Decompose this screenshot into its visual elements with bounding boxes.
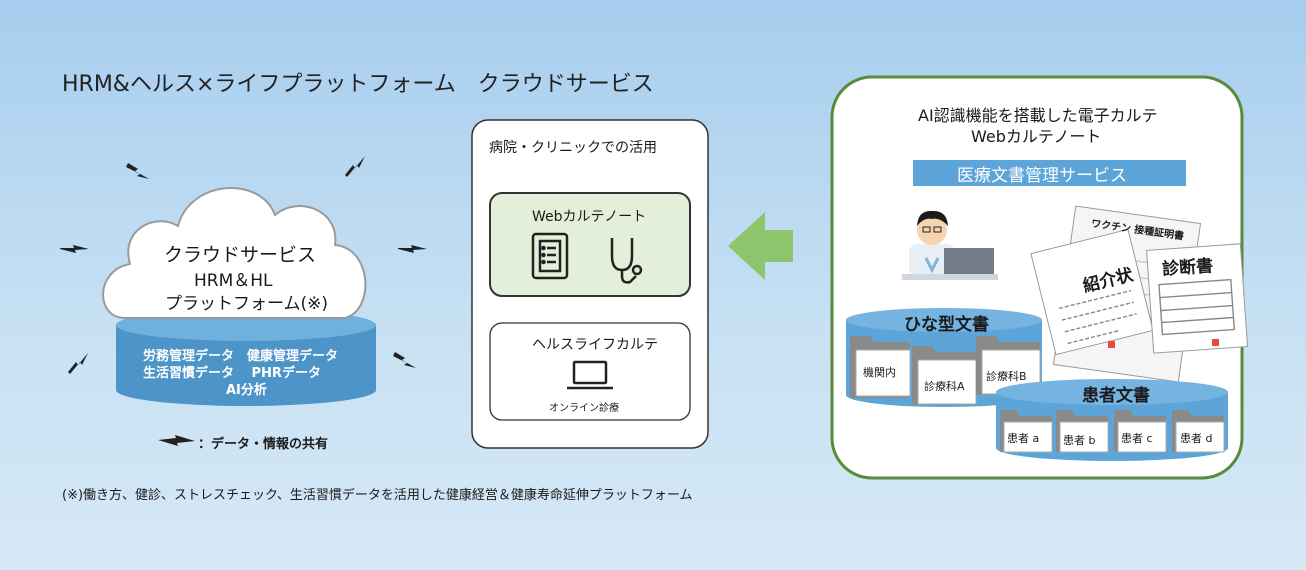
folder-label: 患者 c: [1121, 432, 1153, 445]
folder-label: 患者 d: [1180, 432, 1213, 445]
cloud-label: クラウドサービス: [164, 244, 317, 266]
footnote: (※)働き方、健診、ストレスチェック、生活習慣データを活用した健康経営＆健康寿命…: [62, 488, 693, 503]
legend-text: ：データ・情報の共有: [198, 437, 329, 452]
cloud-shape: [102, 186, 367, 319]
page-title: HRM&ヘルス×ライフプラットフォーム クラウドサービス: [62, 72, 654, 97]
ai-panel-title: AI認識機能を搭載した電子カルテ: [918, 106, 1158, 125]
ai-panel-subtitle: Webカルテノート: [971, 127, 1102, 146]
folder-icon: [912, 346, 977, 405]
health-life-sublabel: オンライン診療: [549, 403, 619, 414]
lightning-bolt-icon: [345, 156, 365, 177]
patient-docs-cylinder: [996, 379, 1228, 461]
lightning-bolt-icon: [158, 435, 195, 446]
cloud-sublabel: プラットフォーム(※): [165, 294, 328, 314]
lightning-bolt-icon: [60, 245, 89, 253]
template-docs-label: ひな型文書: [904, 315, 989, 335]
folder-label: 診療科A: [924, 380, 965, 393]
clinic-title: 病院・クリニックでの活用: [489, 140, 657, 156]
folder-label: 診療科B: [986, 370, 1027, 383]
lightning-bolt-icon: [126, 163, 149, 179]
arrow-left-icon: [728, 212, 793, 280]
doctor-illustration: [902, 210, 998, 280]
folder-icon: [1172, 410, 1225, 453]
laptop-icon: [567, 360, 613, 390]
document-shokai: [1030, 228, 1154, 356]
folder-icon: [850, 336, 911, 398]
lightning-bolt-icon: [68, 353, 88, 374]
web-karte-label: Webカルテノート: [532, 209, 647, 225]
health-life-label: ヘルスライフカルテ: [532, 337, 658, 353]
doc-shindan-title: 診断書: [1161, 256, 1214, 280]
folder-icon: [1114, 410, 1167, 453]
folder-label: 患者 b: [1063, 434, 1096, 447]
folder-icon: [1000, 410, 1053, 453]
database-label: 労務管理データ 健康管理データ: [143, 349, 339, 364]
folder-label: 患者 a: [1007, 432, 1040, 445]
patient-docs-label: 患者文書: [1082, 386, 1150, 406]
service-label: 医療文書管理サービス: [957, 166, 1127, 186]
stethoscope-icon: [610, 238, 643, 284]
lightning-bolt-icon: [393, 352, 416, 368]
document-shindan: [1146, 243, 1249, 354]
folder-label: 機関内: [863, 366, 896, 379]
lightning-bolt-icon: [398, 245, 427, 253]
database-label: 生活習慣データ PHRデータ: [143, 366, 321, 381]
folder-icon: [1056, 410, 1109, 453]
health-life-box: [489, 322, 691, 421]
cloud-sublabel: HRM＆HL: [194, 271, 273, 291]
database-label: AI分析: [226, 383, 267, 398]
clipboard-icon: [531, 232, 569, 280]
service-label-box: [913, 160, 1186, 186]
